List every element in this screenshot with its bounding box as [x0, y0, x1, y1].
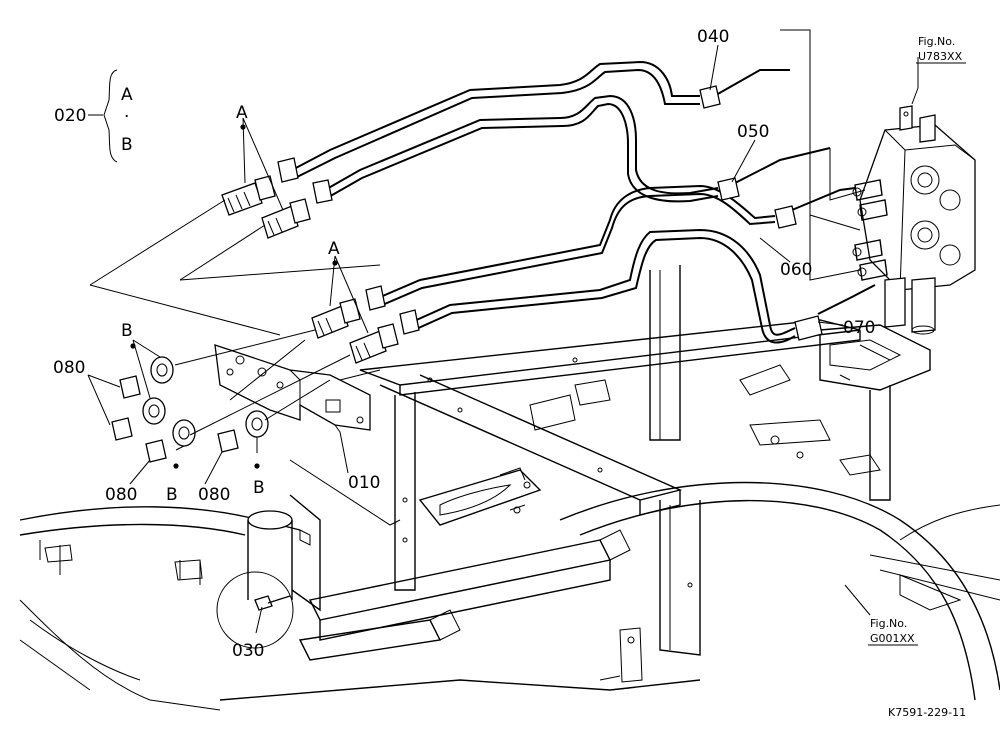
mounting-plate-010 [214, 344, 371, 431]
marker-a-lower: A [328, 239, 340, 259]
marker-b-left: B [121, 321, 133, 341]
marker-a-upper: A [236, 103, 248, 123]
control-valve [852, 105, 976, 335]
callout-020: 020 [54, 106, 86, 126]
fig-ref-lower-line1: Fig.No. [870, 617, 907, 630]
callout-080-center: 080 [198, 485, 230, 505]
fig-ref-lower-line2: G001XX [870, 632, 915, 645]
callout-labels: 040 050 060 070 010 020 030 080 080 080 … [53, 27, 875, 661]
hydraulic-pipes [277, 60, 876, 344]
tractor-frame [19, 265, 1000, 711]
callout-050: 050 [737, 122, 769, 142]
callout-080-left: 080 [53, 358, 85, 378]
assembly-guide-lines [89, 29, 866, 526]
leader-lines [87, 44, 919, 634]
group-020-option-a: A [121, 85, 133, 105]
callout-070: 070 [843, 318, 875, 338]
callout-030: 030 [232, 641, 264, 661]
figure-references: Fig.No. U783XX Fig.No. G001XX [868, 35, 966, 646]
nuts-and-washers [111, 356, 269, 463]
group-020-separator: · [124, 107, 129, 127]
marker-b-right: B [253, 478, 265, 498]
callout-080-bottom: 080 [105, 485, 137, 505]
stand-pipe [216, 494, 321, 649]
fig-ref-upper-line1: Fig.No. [918, 35, 955, 48]
callout-040: 040 [697, 27, 729, 47]
adapter-fittings [221, 175, 399, 364]
group-020-option-b: B [121, 135, 133, 155]
drawing-id: K7591-229-11 [888, 706, 966, 719]
callout-060: 060 [780, 260, 812, 280]
callout-010: 010 [348, 473, 380, 493]
marker-b-bottom: B [166, 485, 178, 505]
group-020-bracket [88, 69, 118, 163]
marker-dots [130, 124, 338, 469]
fig-ref-upper-line2: U783XX [918, 50, 963, 63]
